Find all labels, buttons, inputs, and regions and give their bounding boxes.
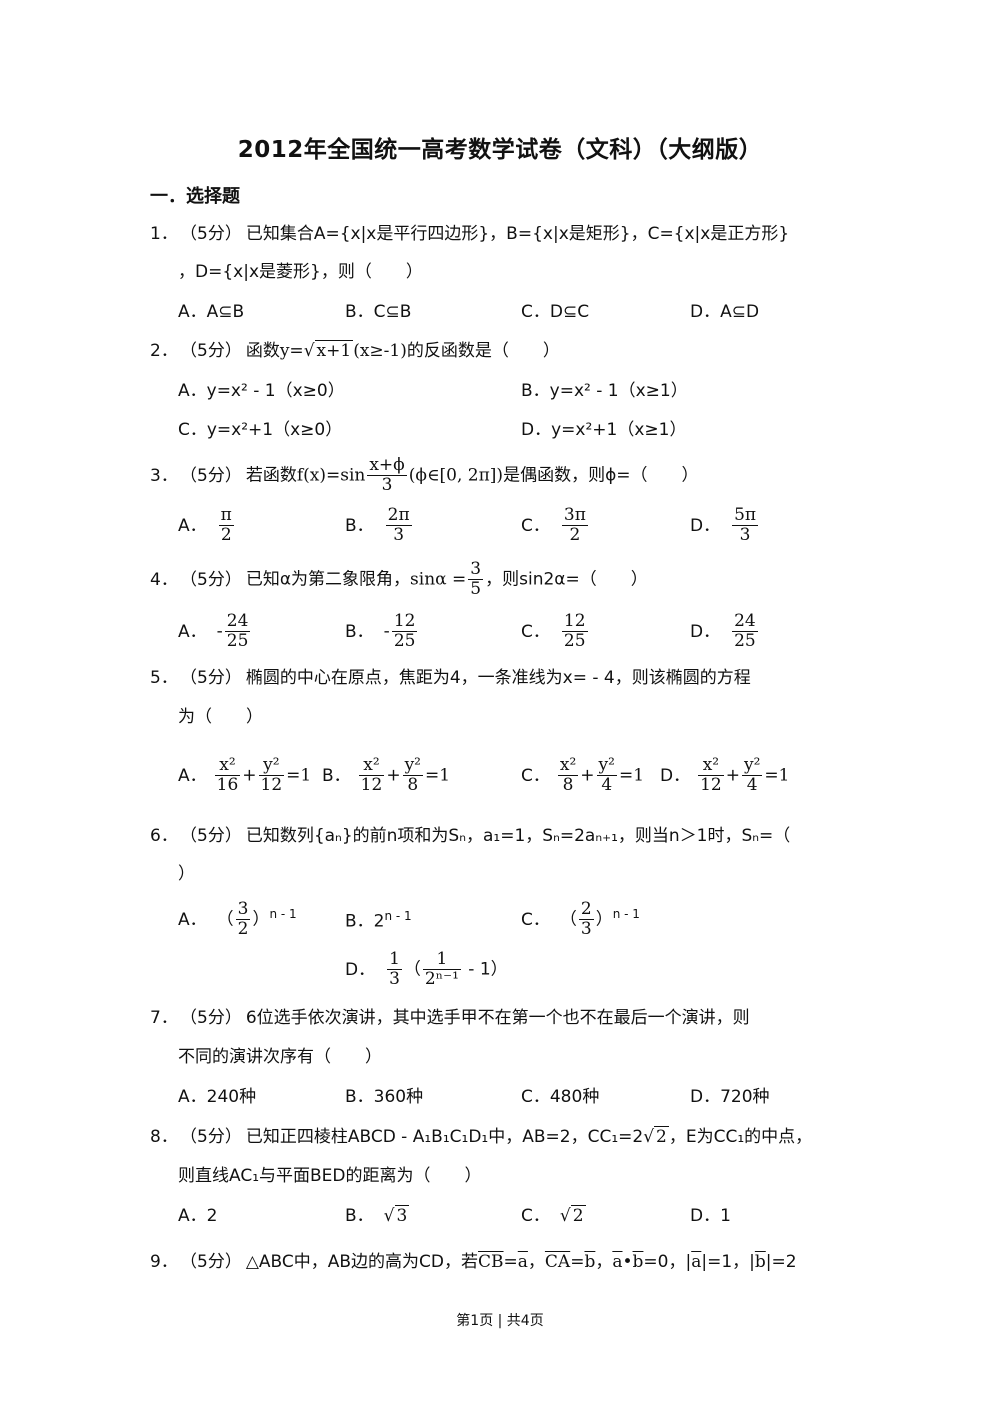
q2-option-a[interactable]: A．y=x² - 1（x≥0）	[178, 381, 345, 401]
question-7: 7．（5分）6位选手依次演讲，其中选手甲不在第一个也不在最后一个演讲，则	[150, 1008, 750, 1028]
q7-option-a[interactable]: A．240种	[178, 1087, 257, 1107]
q1-option-c[interactable]: C．D⊆C	[521, 302, 590, 322]
q7-option-c[interactable]: C．480种	[521, 1087, 600, 1107]
q1-option-b[interactable]: B．C⊆B	[345, 302, 412, 322]
question-7-cont: 不同的演讲次序有（ ）	[178, 1047, 382, 1067]
question-1: 1．（5分）已知集合A={x|x是平行四边形}，B={x|x是矩形}，C={x|…	[150, 224, 790, 244]
page-title: 2012年全国统一高考数学试卷（文科）（大纲版）	[237, 137, 763, 163]
q8-option-a[interactable]: A．2	[178, 1206, 218, 1226]
q2-option-d[interactable]: D．y=x²+1（x≥1）	[521, 420, 687, 440]
q7-option-b[interactable]: B．360种	[345, 1087, 424, 1107]
sqrt-symbol: √2	[643, 1126, 669, 1147]
question-8-cont: 则直线AC₁与平面BED的距离为（ ）	[178, 1166, 482, 1186]
question-5: 5．（5分）椭圆的中心在原点，焦距为4，一条准线为x= - 4，则该椭圆的方程	[150, 668, 751, 688]
question-8: 8．（5分）已知正四棱柱ABCD - A₁B₁C₁D₁中，AB=2，CC₁=2√…	[150, 1126, 813, 1147]
q1-option-a[interactable]: A．A⊆B	[178, 302, 245, 322]
question-5-cont: 为（ ）	[178, 707, 263, 727]
question-2: 2．（5分）函数y=√x+1(x≥-1)的反函数是（ ）	[150, 340, 560, 361]
question-6-cont: ）	[178, 864, 195, 884]
page-footer: 第1页 | 共4页	[456, 1313, 544, 1329]
q8-option-d[interactable]: D．1	[690, 1206, 731, 1226]
sqrt-symbol: √x+1	[303, 340, 354, 361]
question-1-cont: ，D={x|x是菱形}，则（ ）	[178, 262, 423, 282]
question-6: 6．（5分）已知数列{aₙ}的前n项和为Sₙ，a₁=1，Sₙ=2aₙ₊₁，则当n…	[150, 826, 791, 846]
q8-option-b[interactable]: B．√3	[345, 1205, 410, 1226]
q6-option-b[interactable]: B．2n - 1	[345, 909, 412, 932]
q2-option-b[interactable]: B．y=x² - 1（x≥1）	[521, 381, 688, 401]
sqrt-symbol: √2	[559, 1205, 586, 1226]
section-heading: 一．选择题	[150, 186, 240, 207]
q8-option-c[interactable]: C．√2	[521, 1205, 586, 1226]
question-9: 9．（5分）△ABC中，AB边的高为CD，若CB=a，CA=b，a•b=0，|a…	[150, 1252, 797, 1272]
q2-option-c[interactable]: C．y=x²+1（x≥0）	[178, 420, 343, 440]
q1-option-d[interactable]: D．A⊆D	[690, 302, 760, 322]
sqrt-symbol: √3	[383, 1205, 410, 1226]
q7-option-d[interactable]: D．720种	[690, 1087, 770, 1107]
